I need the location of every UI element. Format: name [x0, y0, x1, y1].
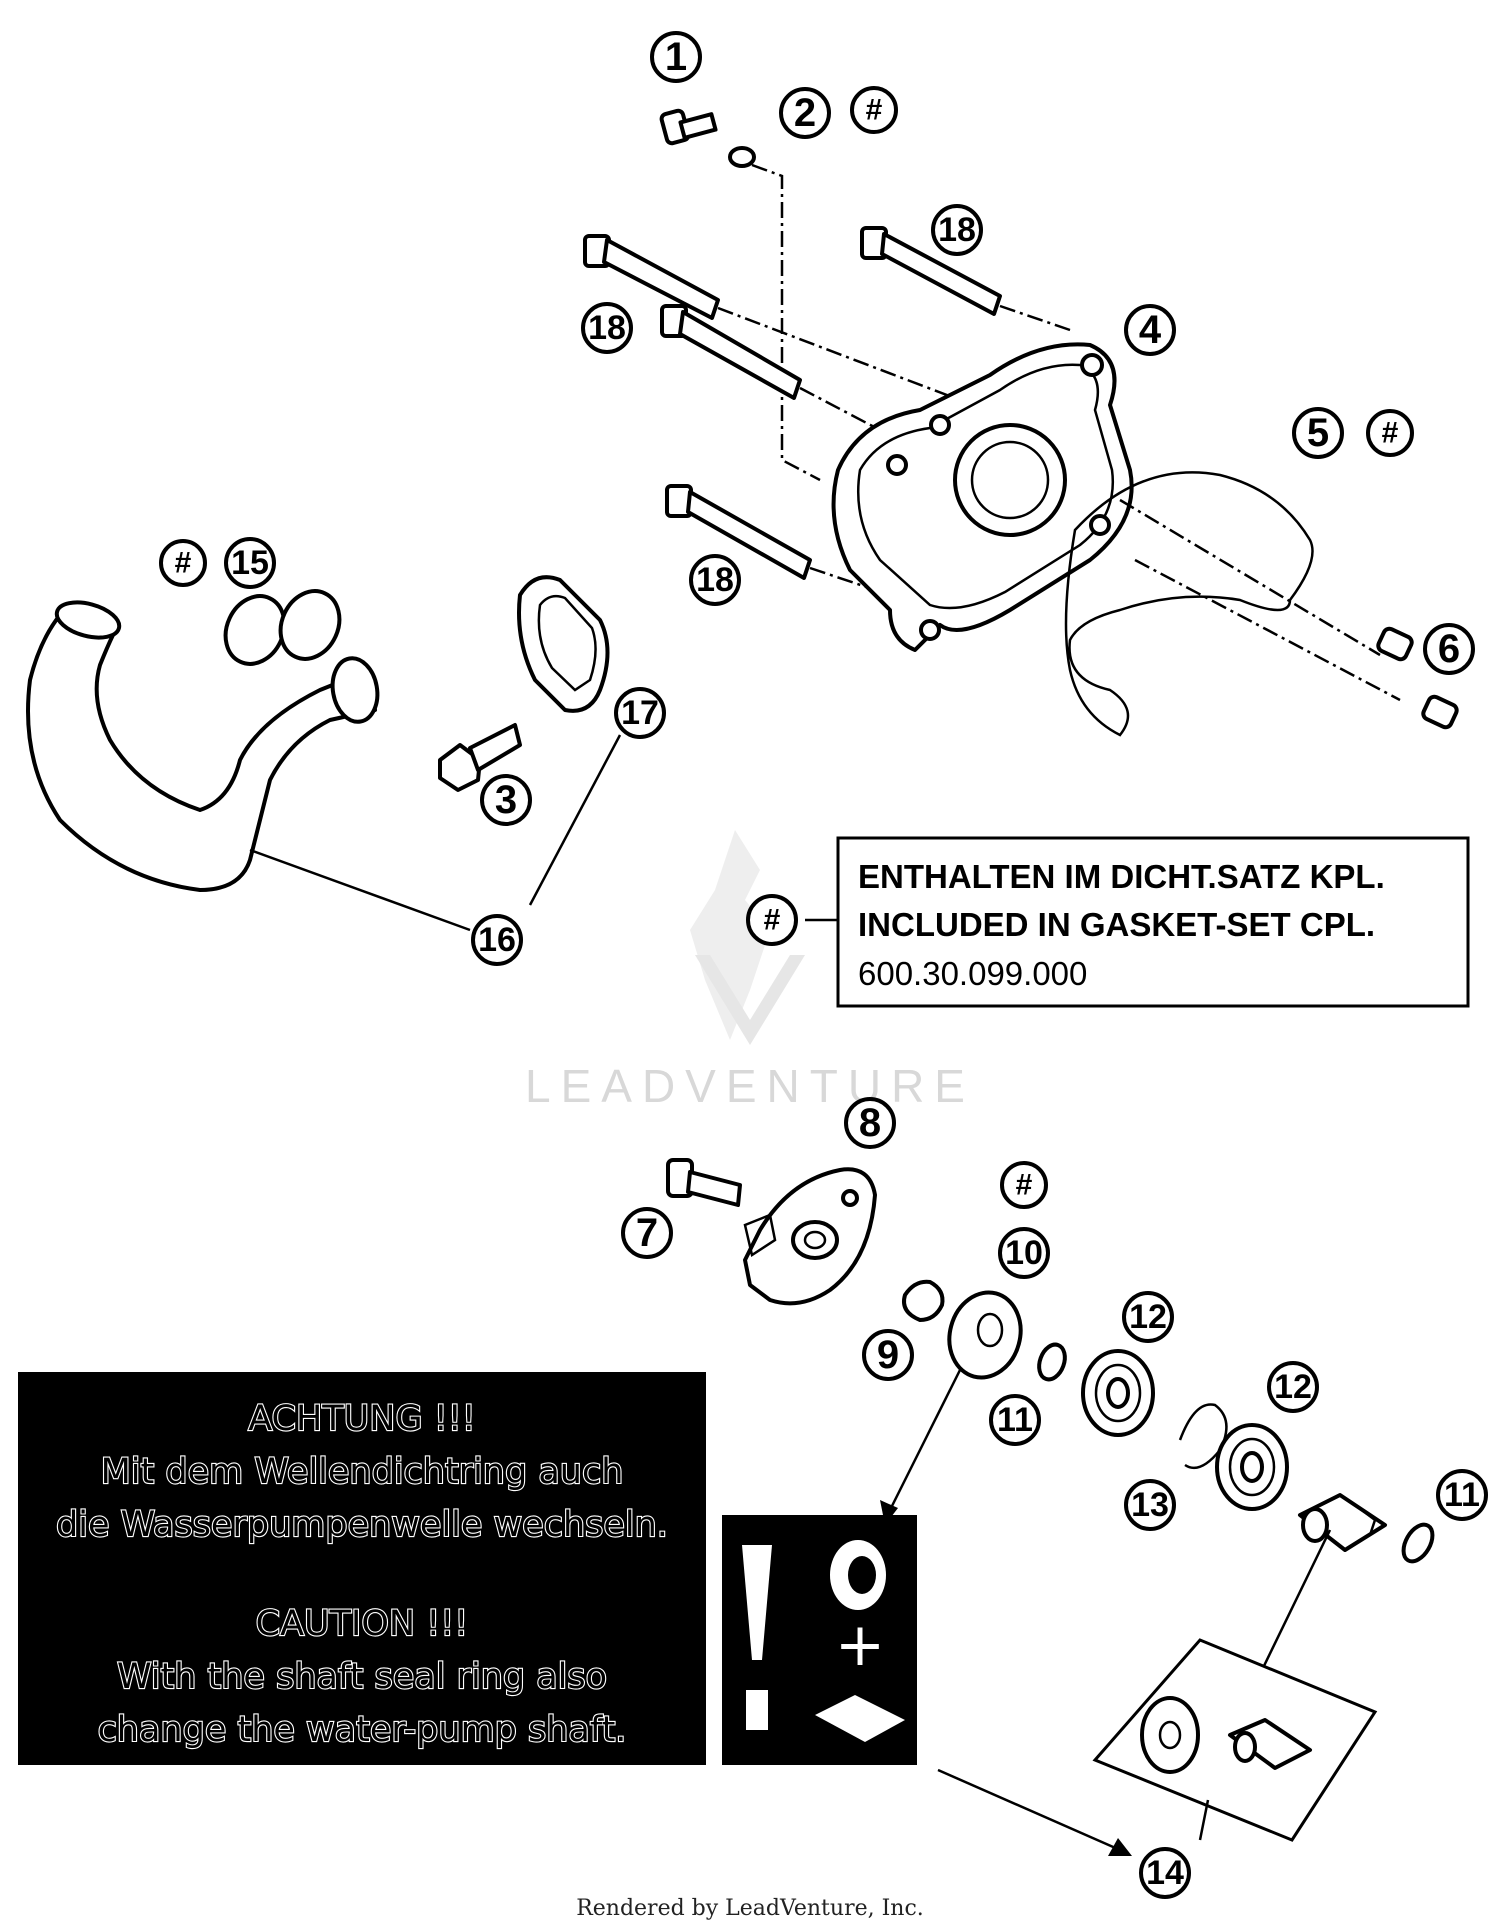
- repair-kit-part-14: [1092, 1638, 1378, 1842]
- watermark-text: LEADVENTURE: [525, 1060, 975, 1112]
- bearing-part-12b: [1215, 1423, 1289, 1511]
- svg-text:14: 14: [1146, 1854, 1184, 1892]
- svg-text:3: 3: [495, 778, 517, 822]
- warning-en-title: CAUTION !!!: [256, 1604, 469, 1644]
- svg-text:#: #: [1382, 417, 1399, 450]
- callout-13[interactable]: 13: [1124, 1479, 1176, 1531]
- shaft-seal-part-10: [947, 1290, 1023, 1380]
- svg-text:#: #: [764, 904, 781, 937]
- callout-11b[interactable]: 11: [1436, 1469, 1488, 1521]
- callout-8[interactable]: 8: [844, 1097, 896, 1149]
- callout-12a[interactable]: 12: [1122, 1291, 1174, 1343]
- circlip-part-11b: [1401, 1522, 1435, 1564]
- svg-text:#: #: [175, 547, 192, 580]
- callout-15-hash[interactable]: #: [159, 539, 207, 587]
- callout-15[interactable]: 15: [224, 537, 276, 589]
- callout-9[interactable]: 9: [862, 1329, 914, 1381]
- warning-de-line2: die Wasserpumpenwelle wechseln.: [56, 1505, 668, 1545]
- warning-de-title: ACHTUNG !!!: [248, 1399, 476, 1439]
- callout-5-hash[interactable]: #: [1366, 409, 1414, 457]
- svg-text:11: 11: [1444, 1476, 1480, 1514]
- callout-5[interactable]: 5: [1292, 407, 1344, 459]
- bolt-part-3: [438, 723, 522, 792]
- callout-2[interactable]: 2: [779, 87, 831, 139]
- flange-gasket-part-17: [517, 575, 610, 713]
- bearing-part-12a: [1081, 1349, 1155, 1437]
- impeller-part-8: [743, 1167, 877, 1306]
- svg-text:12: 12: [1274, 1368, 1312, 1406]
- warning-en-line1: With the shaft seal ring also: [117, 1657, 607, 1697]
- callout-11a[interactable]: 11: [989, 1394, 1041, 1446]
- svg-text:11: 11: [997, 1401, 1033, 1439]
- callout-14[interactable]: 14: [1139, 1847, 1191, 1899]
- svg-text:7: 7: [636, 1211, 658, 1255]
- svg-text:16: 16: [478, 921, 516, 959]
- circlip-part-13: [1178, 1403, 1228, 1470]
- callout-3[interactable]: 3: [480, 774, 532, 826]
- callout-18b[interactable]: 18: [581, 302, 633, 354]
- leadventure-watermark: LEADVENTURE: [525, 830, 975, 1112]
- svg-text:6: 6: [1438, 627, 1460, 671]
- svg-text:18: 18: [938, 211, 976, 249]
- svg-text:#: #: [866, 94, 883, 127]
- water-pump-shaft: [1298, 1493, 1387, 1552]
- svg-text:17: 17: [621, 694, 659, 732]
- svg-text:10: 10: [1005, 1234, 1043, 1272]
- svg-text:9: 9: [877, 1333, 899, 1377]
- svg-text:12: 12: [1129, 1298, 1167, 1336]
- seal-part-9: [902, 1279, 945, 1322]
- footer-credit: Rendered by LeadVenture, Inc.: [576, 1896, 924, 1921]
- warning-en-line2: change the water-pump shaft.: [98, 1710, 627, 1750]
- svg-text:+: +: [835, 1610, 885, 1680]
- callout-18c[interactable]: 18: [689, 554, 741, 606]
- note-part-number: 600.30.099.000: [858, 955, 1087, 992]
- callout-12b[interactable]: 12: [1267, 1361, 1319, 1413]
- warning-de-line1: Mit dem Wellendichtring auch: [101, 1452, 624, 1492]
- washer-part-2: [728, 146, 756, 168]
- gasket-set-note: ENTHALTEN IM DICHT.SATZ KPL. INCLUDED IN…: [805, 836, 1470, 1008]
- svg-text:18: 18: [588, 309, 626, 347]
- note-line-en: INCLUDED IN GASKET-SET CPL.: [858, 906, 1375, 943]
- svg-text:18: 18: [696, 561, 734, 599]
- water-pump-cover-part-4: [831, 342, 1134, 652]
- callout-17[interactable]: 17: [614, 687, 666, 739]
- warning-pictogram: +: [722, 1515, 917, 1765]
- callout-18a[interactable]: 18: [931, 204, 983, 256]
- svg-text:15: 15: [231, 544, 269, 582]
- circlip-part-11a: [1037, 1342, 1067, 1382]
- callout-4[interactable]: 4: [1124, 304, 1176, 356]
- water-hose-part-16: [26, 600, 380, 892]
- svg-text:5: 5: [1307, 411, 1329, 455]
- callout-6[interactable]: 6: [1423, 623, 1475, 675]
- note-line-de: ENTHALTEN IM DICHT.SATZ KPL.: [858, 858, 1385, 895]
- svg-text:1: 1: [665, 35, 687, 79]
- callout-10-hash[interactable]: #: [1000, 1161, 1048, 1209]
- o-rings-part-15: [223, 589, 342, 666]
- long-bolts-part-18: [583, 226, 1002, 580]
- svg-text:8: 8: [859, 1101, 881, 1145]
- svg-text:2: 2: [794, 91, 816, 135]
- dowel-pins-part-6: [1376, 626, 1459, 730]
- bolt-part-1: [659, 108, 718, 146]
- svg-text:13: 13: [1131, 1486, 1169, 1524]
- callout-10[interactable]: 10: [998, 1227, 1050, 1279]
- svg-text:#: #: [1016, 1169, 1033, 1202]
- callout-16[interactable]: 16: [471, 914, 523, 966]
- svg-text:4: 4: [1139, 308, 1162, 352]
- callout-1[interactable]: 1: [650, 31, 702, 83]
- o-ring-part-5: [1064, 471, 1314, 737]
- bolt-part-7: [666, 1158, 742, 1207]
- caution-warning-box: ACHTUNG !!! Mit dem Wellendichtring auch…: [18, 1372, 706, 1765]
- callout-note-hash[interactable]: #: [746, 894, 798, 946]
- callout-7[interactable]: 7: [621, 1207, 673, 1259]
- callout-2-hash[interactable]: #: [850, 86, 898, 134]
